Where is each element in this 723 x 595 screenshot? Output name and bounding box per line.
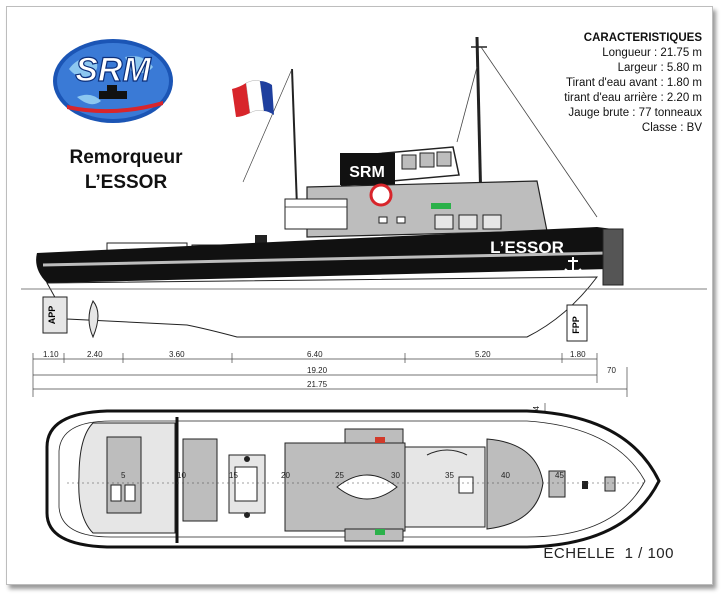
frame-label: 5 [121, 471, 126, 480]
frame-label: 25 [335, 471, 344, 480]
specs-heading: CARACTERISTIQUES [583, 32, 702, 44]
spec-length: Longueur : 21.75 m [602, 47, 702, 59]
logo-text: SRM [75, 51, 151, 89]
plan-view [45, 409, 661, 549]
drawing-title: Remorqueur L’ESSOR [51, 145, 201, 195]
title-line-2: L’ESSOR [84, 172, 168, 193]
dimension-lines [32, 353, 628, 427]
fwd-mark: FPP [571, 316, 581, 334]
frame-label: 15 [229, 471, 238, 480]
title-line-1: Remorqueur [69, 147, 183, 168]
aft-mark: APP [47, 306, 57, 325]
frame-numbers: 5 10 15 20 25 30 35 40 45 [121, 471, 564, 480]
hull-topside [36, 227, 614, 283]
srm-logo: SRM [53, 39, 173, 123]
drawing-sheet: SRM SRM [6, 6, 713, 585]
frame-label: 20 [281, 471, 290, 480]
dim-seg-4: 6.40 [307, 350, 323, 359]
frame-label: 40 [501, 471, 510, 480]
dim-seg-2: 2.40 [87, 350, 103, 359]
wheelhouse-panel [340, 153, 395, 185]
french-flag [232, 80, 274, 117]
frame-label: 35 [445, 471, 454, 480]
specifications-block: CARACTERISTIQUES Longueur : 21.75 m Larg… [564, 31, 702, 136]
spec-class: Classe : BV [641, 122, 702, 134]
frame-label: 10 [177, 471, 186, 480]
dim-seg-5: 5.20 [475, 350, 491, 359]
dim-seg-1: 1.10 [43, 350, 59, 359]
starboard-light [431, 203, 451, 209]
spec-draft-aft: tirant d'eau arrière : 2.20 m [564, 92, 702, 104]
dim-overhang: 70 [607, 366, 616, 375]
dim-seg-6: 1.80 [570, 350, 586, 359]
dim-between: 19.20 [307, 366, 328, 375]
side-elevation: SRM L’ESSOR [21, 36, 707, 342]
spec-beam: Largeur : 5.80 m [617, 62, 702, 74]
hull-name: L’ESSOR [490, 238, 564, 257]
frame-label: 30 [391, 471, 400, 480]
dim-seg-3: 3.60 [169, 350, 185, 359]
port-light [375, 437, 385, 443]
dim-overall: 21.75 [307, 380, 328, 389]
anchor-icon [564, 257, 582, 274]
spec-draft-fwd: Tirant d'eau avant : 1.80 m [565, 77, 702, 89]
scale-label: ECHELLE 1 / 100 [543, 545, 674, 562]
starboard-light-plan [375, 529, 385, 535]
tugboat-plan-drawing: SRM SRM [21, 36, 707, 549]
life-ring [369, 183, 393, 207]
frame-label: 45 [555, 471, 564, 480]
spec-tonnage: Jauge brute : 77 tonneaux [568, 107, 702, 119]
wheelhouse-mark: SRM [349, 164, 385, 181]
